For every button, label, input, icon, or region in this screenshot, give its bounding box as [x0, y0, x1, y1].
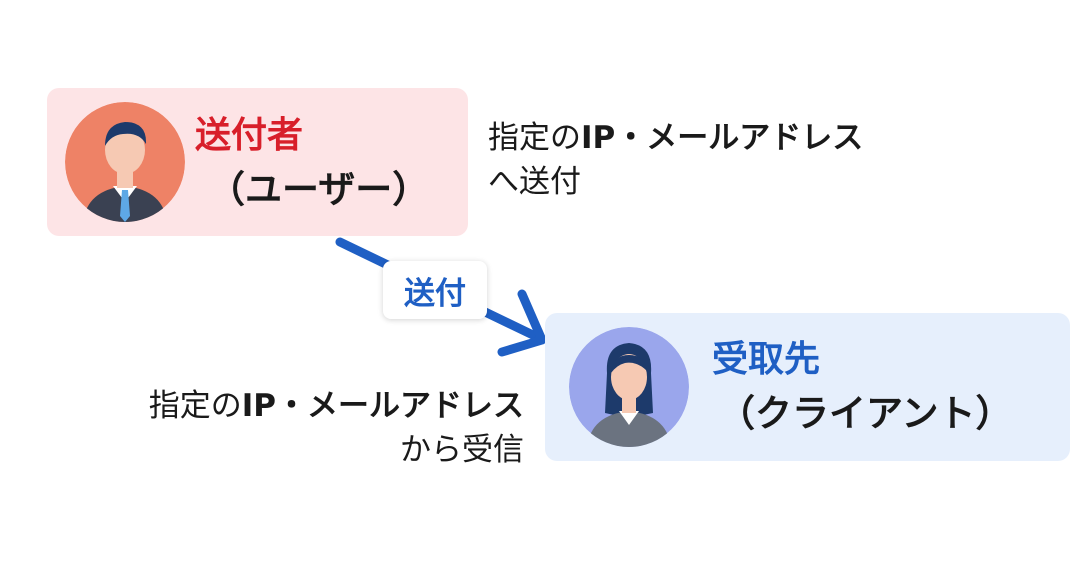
- sender-title: 送付者: [195, 115, 304, 156]
- sender-description: 指定のIP・メールアドレス へ送付: [488, 116, 863, 204]
- businessman-avatar-icon: [65, 102, 185, 222]
- businesswoman-avatar-icon: [569, 327, 689, 447]
- receiver-description-bold: IP・メールアドレス: [241, 388, 524, 424]
- receiver-description-suffix: から受信: [400, 432, 524, 468]
- sender-subtitle: （ユーザー）: [208, 168, 430, 211]
- receiver-description: 指定のIP・メールアドレス から受信: [149, 384, 524, 472]
- receiver-subtitle: （クライアント）: [718, 392, 1013, 435]
- sender-description-bold: IP・メールアドレス: [581, 120, 864, 156]
- send-label: 送付: [383, 261, 487, 319]
- receiver-title: 受取先: [712, 339, 821, 380]
- receiver-description-prefix: 指定の: [148, 388, 242, 424]
- sender-description-suffix: へ送付: [488, 164, 581, 200]
- sender-description-prefix: 指定の: [488, 120, 581, 156]
